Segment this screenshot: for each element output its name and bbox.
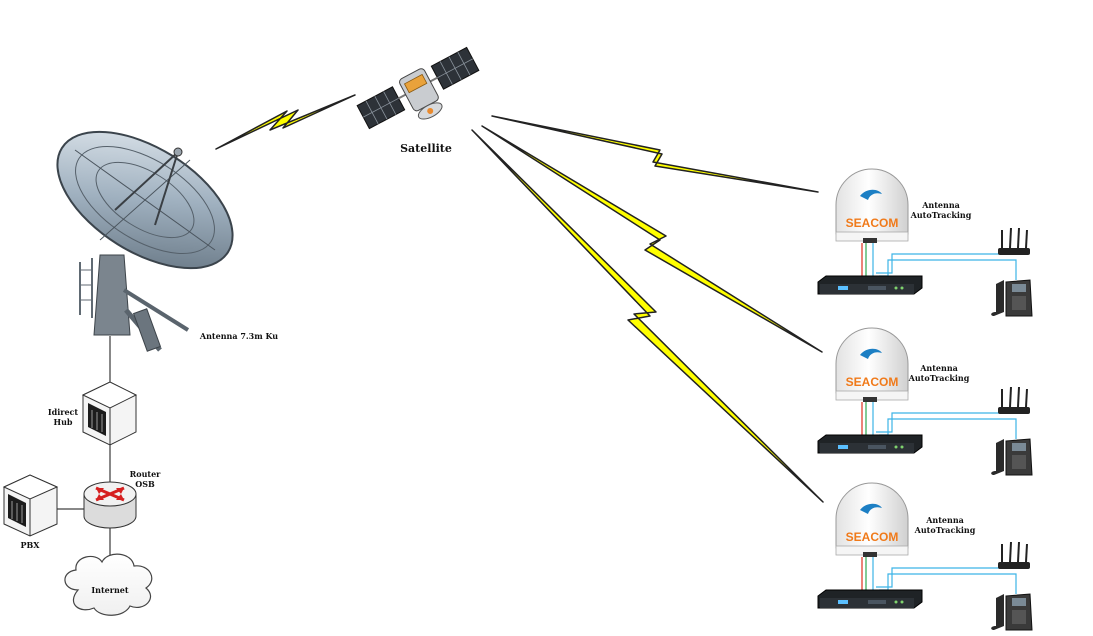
radome-icon: SEACOM [835, 327, 909, 402]
brand-logo: SEACOM [846, 216, 899, 230]
hub-label: Idirect Hub [47, 407, 79, 427]
ip-phone-icon [991, 279, 1033, 317]
cloud-icon [64, 553, 153, 616]
router-label: Router OSB [129, 469, 161, 489]
radome-icon: SEACOM [835, 168, 909, 243]
ip-phone-icon [991, 593, 1033, 631]
remote-cabling [861, 402, 1019, 439]
link-satellite-to-site-3 [471, 129, 824, 503]
link-satellite-to-site-1 [491, 115, 819, 193]
wifi-router-icon [998, 227, 1030, 255]
link-satellite-to-site-2 [481, 125, 823, 353]
internet-label: Internet [91, 585, 129, 595]
remote-antenna-label-1: Antenna AutoTracking [910, 200, 972, 220]
radome-icon: SEACOM [835, 482, 909, 557]
link-ground-to-satellite [215, 94, 356, 150]
modem-icon [817, 589, 923, 609]
brand-logo: SEACOM [846, 530, 899, 544]
remote-site-2: SEACOM [817, 327, 1033, 476]
dish-antenna-icon [56, 130, 234, 352]
remote-cabling [861, 243, 1019, 280]
ground-cabling [57, 336, 111, 564]
satellite-icon [356, 46, 480, 130]
pbx-server-icon [2, 474, 59, 537]
remote-antenna-label-2: Antenna AutoTracking [908, 363, 970, 383]
remote-site-1: SEACOM [817, 168, 1033, 317]
modem-icon [817, 275, 923, 295]
remote-antenna-label-3: Antenna AutoTracking [914, 515, 976, 535]
wifi-router-icon [998, 386, 1030, 414]
remote-site-3: SEACOM [817, 482, 1033, 631]
brand-logo: SEACOM [846, 375, 899, 389]
ground-antenna-label: Antenna 7.3m Ku [199, 331, 279, 341]
pbx-label: PBX [20, 540, 40, 550]
router-icon [83, 481, 137, 529]
remote-cabling [861, 557, 1019, 594]
ip-phone-icon [991, 438, 1033, 476]
satellite-label: Satellite [400, 142, 452, 155]
modem-icon [817, 434, 923, 454]
wifi-router-icon [998, 541, 1030, 569]
hub-server-icon [81, 381, 138, 446]
